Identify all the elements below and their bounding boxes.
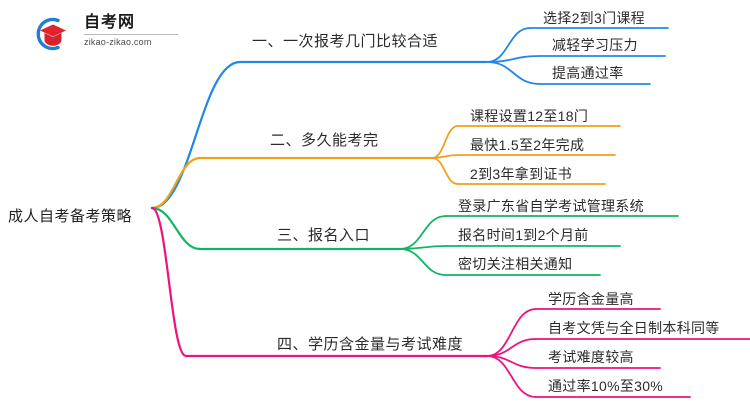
- leaf-label-3-3: 密切关注相关通知: [458, 256, 573, 272]
- leaf-curve-4-4: [486, 355, 537, 398]
- zikao-logo-icon: [36, 17, 66, 51]
- site-logo: 自考网 zikao-zikao.com: [28, 12, 178, 56]
- leaf-label-3-1: 登录广东省自学考试管理系统: [458, 198, 644, 214]
- leaf-curve-4-1: [486, 308, 537, 357]
- leaf-curve-3-3: [399, 248, 447, 276]
- logo-domain: zikao-zikao.com: [84, 37, 152, 47]
- branch-curve-1: [150, 60, 242, 210]
- logo-cap-body: [44, 33, 62, 46]
- leaf-curve-1-3: [486, 61, 541, 85]
- leaf-label-2-3: 2到3年拿到证书: [470, 166, 572, 182]
- logo-text-block: 自考网 zikao-zikao.com: [84, 14, 180, 48]
- leaf-label-4-3: 考试难度较高: [548, 349, 634, 365]
- branch-label-2: 二、多久能考完: [270, 132, 379, 149]
- leaf-label-1-2: 减轻学习压力: [552, 37, 638, 53]
- leaf-label-3-2: 报名时间1到2个月前: [458, 227, 589, 243]
- leaf-label-4-2: 自考文凭与全日制本科同等: [548, 320, 720, 336]
- logo-cap-top: [40, 24, 66, 37]
- leaf-curve-2-3: [431, 157, 459, 185]
- root-node-label: 成人自考备考策略: [8, 208, 133, 225]
- logo-divider: [84, 34, 178, 35]
- leaf-curve-1-2: [486, 55, 541, 63]
- leaf-label-2-1: 课程设置12至18门: [470, 108, 589, 124]
- branch-label-4: 四、学历含金量与考试难度: [277, 336, 464, 353]
- leaf-label-1-1: 选择2到3门课程: [543, 10, 645, 26]
- leaf-label-1-3: 提高通过率: [552, 65, 624, 81]
- branch-label-1: 一、一次报考几门比较合适: [252, 33, 439, 50]
- leaf-label-2-2: 最快1.5至2年完成: [470, 137, 585, 153]
- branch-curve-4: [150, 206, 188, 358]
- leaf-curve-2-1: [431, 125, 459, 159]
- branch-label-3: 三、报名入口: [277, 227, 371, 244]
- leaf-label-4-4: 通过率10%至30%: [548, 378, 664, 394]
- logo-arc: [36, 17, 60, 51]
- logo-title: 自考网: [84, 14, 136, 31]
- branch-curve-3: [150, 206, 202, 251]
- branch-curve-2: [150, 156, 202, 210]
- leaf-label-4-1: 学历含金量高: [548, 291, 634, 307]
- leaf-curve-3-1: [399, 215, 447, 250]
